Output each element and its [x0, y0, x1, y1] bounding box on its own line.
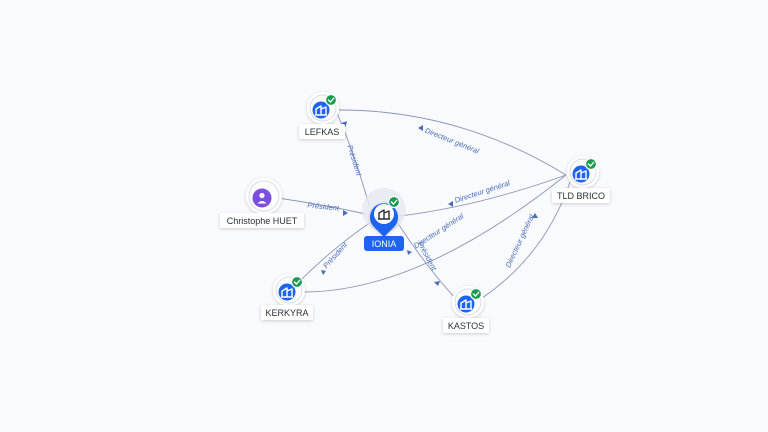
edge-label-kastos-tld: Directeur général: [503, 213, 536, 269]
node-label-kerkyra: KERKYRA: [265, 308, 308, 318]
node-christophe-huet[interactable]: Christophe HUET: [220, 178, 304, 228]
node-kastos[interactable]: KASTOS: [443, 286, 489, 333]
edge-label-ionia-kastos: Président: [416, 240, 439, 273]
node-label-christophe-huet: Christophe HUET: [227, 216, 298, 226]
node-ionia[interactable]: IONIA: [362, 188, 406, 251]
verified-check-icon: [469, 287, 483, 301]
edge-label-lefkas-tld: Directeur général: [424, 126, 481, 156]
verified-check-icon: [584, 157, 598, 171]
verified-check-icon: [324, 93, 338, 107]
verified-check-icon: [387, 195, 401, 209]
edge-label-kerkyra-ionia: Président: [321, 240, 350, 270]
edge-kerkyra-ionia[interactable]: Président: [295, 221, 372, 286]
node-lefkas[interactable]: LEFKAS: [299, 92, 345, 139]
edge-lefkas-tld[interactable]: Directeur général: [338, 109, 567, 176]
edge-label-lefkas-ionia: Président: [345, 144, 364, 178]
node-label-kastos: KASTOS: [448, 321, 484, 331]
edge-label-huet-ionia: Président: [307, 200, 340, 212]
node-label-ionia: IONIA: [372, 239, 397, 249]
edge-ionia-tld[interactable]: Directeur général: [399, 174, 567, 217]
node-label-lefkas: LEFKAS: [305, 127, 340, 137]
node-label-tld-brico: TLD BRICO: [557, 191, 605, 201]
node-kerkyra[interactable]: KERKYRA: [261, 274, 313, 320]
edge-huet-ionia[interactable]: Président: [277, 197, 367, 216]
node-tld-brico[interactable]: TLD BRICO: [552, 156, 610, 203]
building-icon: [378, 209, 390, 220]
verified-check-icon: [290, 275, 304, 289]
